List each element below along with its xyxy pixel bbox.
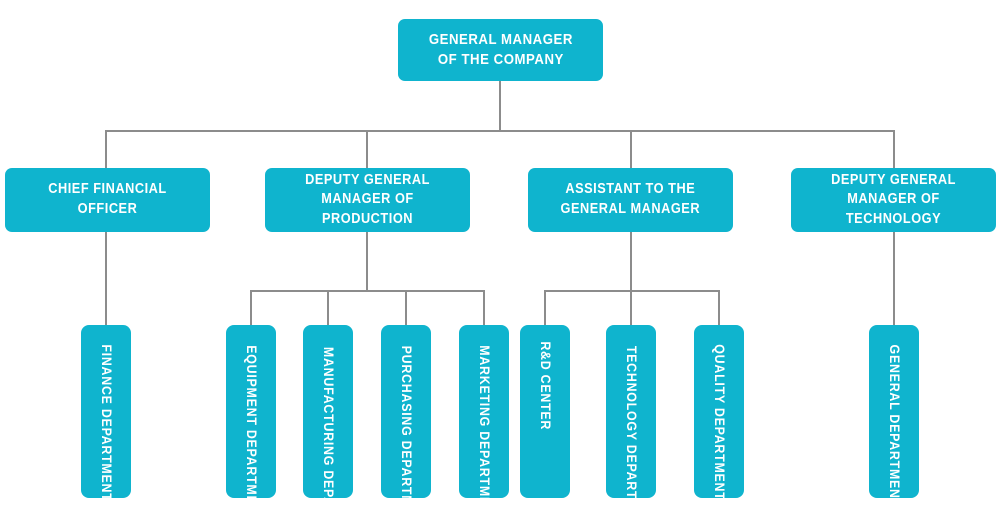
node-technology-department[interactable]: TECHNOLOGY DEPARTMENT [606,325,656,498]
node-label: FINANCE DEPARTMENT [99,344,115,498]
connector-drop-purchasing [405,290,407,325]
connector-drop-technology-dept [630,290,632,325]
node-label: ASSISTANT TO THE GENERAL MANAGER [560,181,701,217]
node-label: TECHNOLOGY DEPARTMENT [624,345,640,498]
node-label: QUALITY DEPARTMENT [712,344,728,498]
node-label: R&D CENTER [538,341,554,431]
node-assistant-to-gm[interactable]: ASSISTANT TO THE GENERAL MANAGER [528,168,733,232]
connector-assistant-stem [630,232,632,290]
connector-drop-quality [718,290,720,325]
node-label: MARKETING DEPARTMENT [477,345,493,498]
node-deputy-gm-production[interactable]: DEPUTY GENERAL MANAGER OF PRODUCTION [265,168,470,232]
connector-drop-equipment [250,290,252,325]
node-manufacturing-department[interactable]: MANUFACTURING DEPARTMENT [303,325,353,498]
node-label: DEPUTY GENERAL MANAGER OF PRODUCTION [305,171,430,227]
node-purchasing-department[interactable]: PURCHASING DEPARTMENT [381,325,431,498]
node-label: MANUFACTURING DEPARTMENT [321,346,337,498]
node-label: CHIEF FINANCIAL OFFICER [48,181,167,217]
connector-drop-manufacturing [327,290,329,325]
node-equipment-department[interactable]: EQUIPMENT DEPARTMENT [226,325,276,498]
connector-drop-technology [893,130,895,168]
node-chief-financial-officer[interactable]: CHIEF FINANCIAL OFFICER [5,168,210,232]
node-label: DEPUTY GENERAL MANAGER OF TECHNOLOGY [831,171,956,227]
connector-root-stem [499,81,501,131]
connector-drop-cfo [105,130,107,168]
node-label: PURCHASING DEPARTMENT [399,345,415,498]
node-label: EQUIPMENT DEPARTMENT [244,345,260,498]
node-general-department[interactable]: GENERAL DEPARTMENT [869,325,919,498]
connector-drop-assistant [630,130,632,168]
node-finance-department[interactable]: FINANCE DEPARTMENT [81,325,131,498]
connector-drop-production [366,130,368,168]
node-label: GENERAL DEPARTMENT [887,344,903,498]
connector-drop-rnd [544,290,546,325]
connector-production-bus [250,290,484,292]
node-label: GENERAL MANAGER OF THE COMPANY [428,30,573,68]
connector-level2-bus [105,130,895,132]
connector-technology-to-general [893,232,895,325]
node-general-manager[interactable]: GENERAL MANAGER OF THE COMPANY [398,19,603,81]
node-quality-department[interactable]: QUALITY DEPARTMENT [694,325,744,498]
connector-production-stem [366,232,368,290]
node-marketing-department[interactable]: MARKETING DEPARTMENT [459,325,509,498]
node-rnd-center[interactable]: R&D CENTER [520,325,570,498]
connector-drop-marketing [483,290,485,325]
connector-cfo-to-finance [105,232,107,325]
node-deputy-gm-technology[interactable]: DEPUTY GENERAL MANAGER OF TECHNOLOGY [791,168,996,232]
